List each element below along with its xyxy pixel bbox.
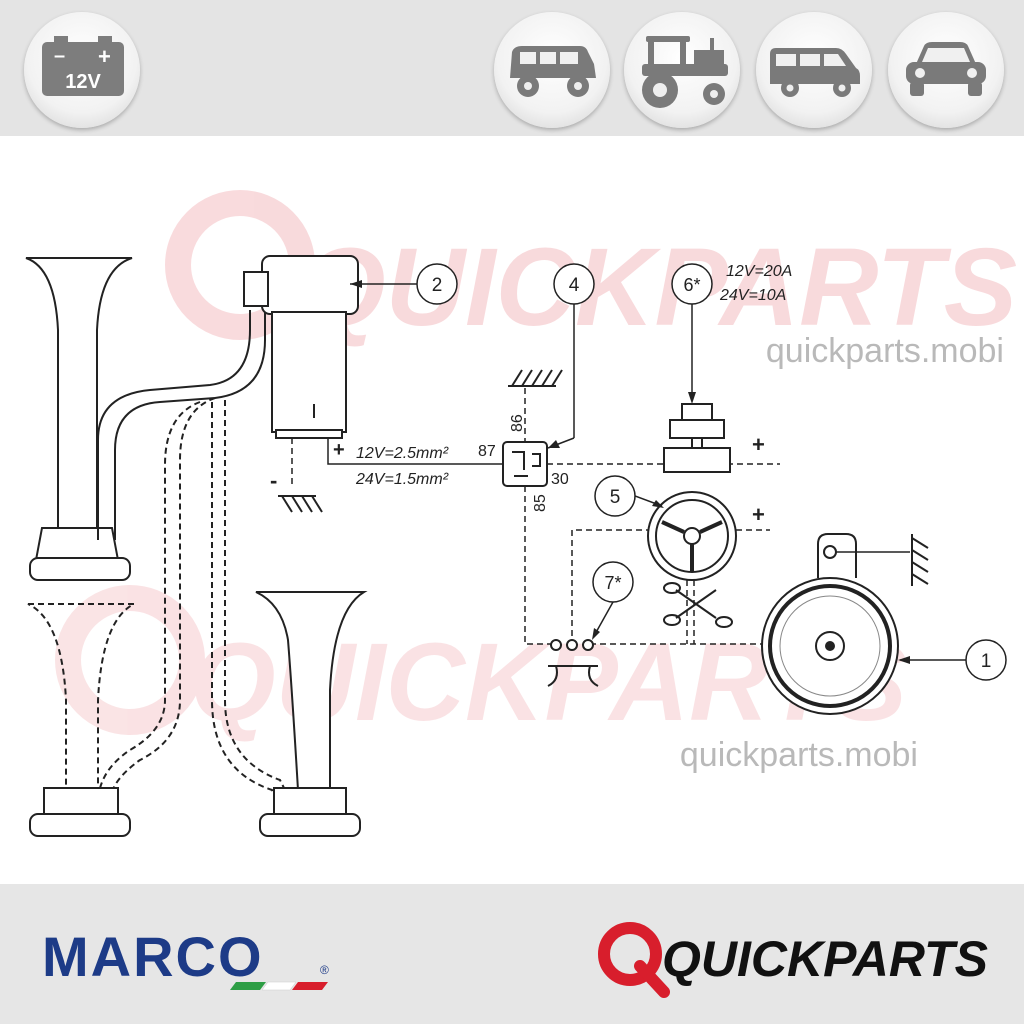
- callout-7-label: 7*: [604, 573, 621, 593]
- disc-horn: [761, 533, 910, 715]
- callout-6-label: 6*: [683, 275, 700, 295]
- callout-4-label: 4: [569, 275, 580, 296]
- registered-mark: ®: [320, 963, 329, 977]
- callout-5: 5: [594, 475, 664, 517]
- fuse-rating-12v: 12V=20A: [726, 263, 792, 280]
- horn-ground: [911, 534, 929, 586]
- watermark-url-lower: quickparts.mobi: [680, 736, 918, 774]
- callout-1-label: 1: [981, 651, 992, 672]
- supply-plus-upper: +: [752, 432, 765, 457]
- relay-ground: [508, 369, 563, 442]
- tractor-icon: [642, 36, 728, 108]
- callout-7: 7*: [592, 561, 634, 640]
- relay-pin-87: 87: [478, 443, 496, 460]
- marco-logo: MARCO ®: [42, 925, 329, 991]
- watermark-logo-upper: QUICKPARTS: [300, 226, 1017, 349]
- steering-wheel: [647, 491, 737, 644]
- air-hose-solid: [97, 310, 266, 540]
- callout-5-label: 5: [610, 487, 621, 508]
- fuse: [663, 403, 731, 473]
- battery-plus-sign: +: [98, 44, 111, 69]
- compressor-ground: -: [270, 438, 323, 513]
- small-trumpet-right-base: [259, 787, 361, 837]
- car-badge: [888, 12, 1004, 128]
- large-trumpet-horn: [25, 257, 133, 581]
- voltage-badge: – + 12V: [24, 12, 140, 128]
- tractor-badge: [624, 12, 740, 128]
- compressor-plus-sign: +: [333, 439, 345, 461]
- marco-logo-text: MARCO: [42, 925, 264, 988]
- watermark-url-upper: quickparts.mobi: [766, 332, 1004, 370]
- wiring-diagram: QUICKPARTS quickparts.mobi QUICKPARTS qu…: [25, 190, 1017, 837]
- supply-plus-lower: +: [752, 502, 765, 527]
- wire-spec-12v: 12V=2.5mm²: [356, 445, 449, 462]
- quickparts-logo: QUICKPARTS: [598, 922, 988, 998]
- relay-pin-30: 30: [551, 471, 569, 488]
- wire-spec-24v: 24V=1.5mm²: [355, 471, 449, 488]
- quickparts-logo-text: QUICKPARTS: [662, 931, 988, 987]
- relay: [502, 441, 548, 487]
- callout-2: 2: [350, 263, 458, 305]
- suv-icon: [510, 46, 596, 97]
- suv-badge: [494, 12, 610, 128]
- battery-minus-sign: –: [54, 45, 65, 67]
- callout-4: 4: [547, 263, 595, 449]
- air-hose-dashed: [97, 397, 291, 801]
- callout-1: 1: [898, 639, 1007, 681]
- fuse-rating-24v: 24V=10A: [719, 287, 786, 304]
- callout-6: 6*: [671, 263, 713, 404]
- wire-compressor-relay: [327, 438, 503, 465]
- battery-icon: – + 12V: [42, 36, 124, 96]
- small-trumpet-left-base: [29, 787, 131, 837]
- van-icon: [770, 48, 860, 97]
- van-badge: [756, 12, 872, 128]
- voltage-label: 12V: [65, 71, 101, 93]
- car-icon: [906, 42, 986, 96]
- ground-minus-sign: -: [270, 468, 277, 493]
- compressor: [243, 255, 359, 439]
- relay-pin-85: 85: [532, 494, 549, 512]
- scissors-icon: [663, 582, 733, 628]
- footer-bar: [0, 884, 1024, 1024]
- small-trumpet-right: [255, 591, 368, 791]
- relay-pin-86: 86: [509, 414, 526, 432]
- callout-2-label: 2: [432, 275, 443, 296]
- horn-switch: [547, 639, 599, 687]
